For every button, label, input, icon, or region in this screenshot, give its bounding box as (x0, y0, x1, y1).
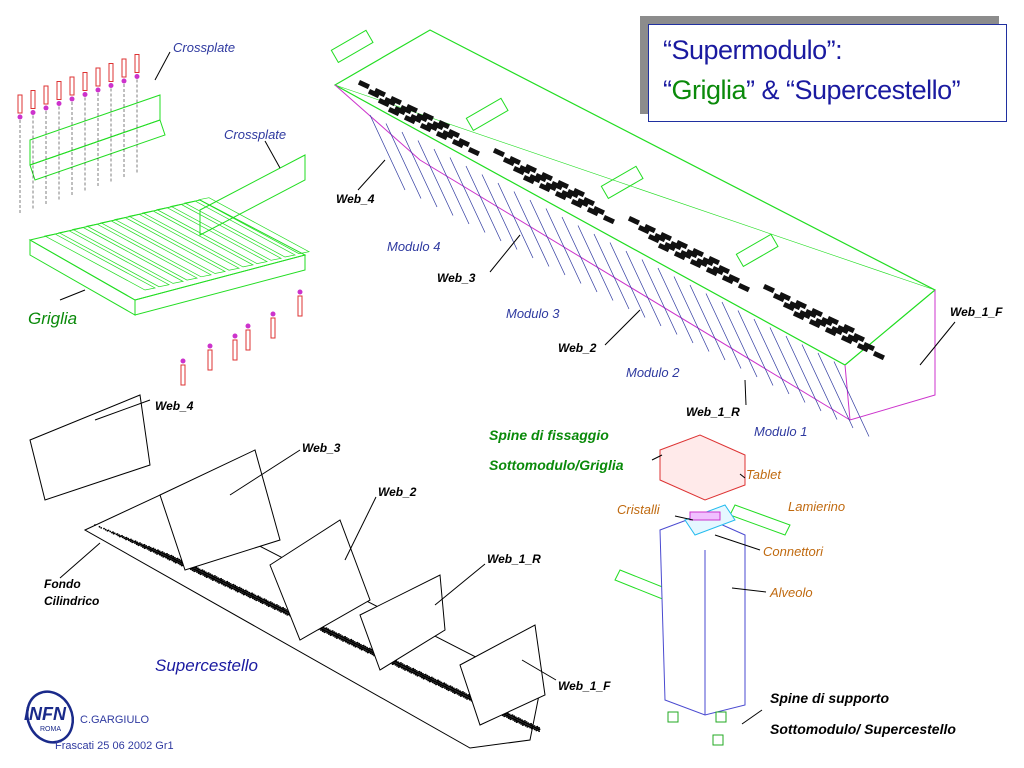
label-spine-fissaggio: Spine di fissaggio (489, 427, 609, 443)
title-line-2: “Griglia” & “Supercestello” (663, 75, 961, 106)
footer-date: Frascati 25 06 2002 Gr1 (55, 740, 174, 752)
infn-logo-sub: ROMA (40, 726, 61, 733)
leader-lines (59, 51, 956, 725)
title-griglia: Griglia (671, 75, 747, 105)
label-sottomodulo-griglia: Sottomodulo/Griglia (489, 457, 624, 473)
label-web1f-bottom: Web_1_F (558, 679, 611, 693)
title-quote-open: “ (663, 75, 672, 105)
label-fondo: Fondo (44, 577, 81, 591)
infn-logo-text: INFN (24, 704, 66, 724)
label-crossplate-1: Crossplate (173, 40, 236, 55)
submodule-drawing (614, 434, 791, 746)
label-cilindrico: Cilindrico (44, 594, 100, 608)
griglia-pins (17, 54, 303, 386)
title-connector: ” & “ (746, 75, 795, 105)
label-web3-bottom: Web_3 (302, 441, 341, 455)
supercestello-drawing (29, 394, 546, 749)
title-supercestello: Supercestello (794, 75, 953, 105)
title-quote-close: ” (951, 75, 961, 105)
label-web1r-top: Web_1_R (686, 405, 740, 419)
label-modulo3: Modulo 3 (506, 306, 560, 321)
label-lamierino: Lamierino (788, 499, 846, 514)
label-griglia: Griglia (28, 309, 78, 328)
footer-author: C.GARGIULO (80, 714, 150, 726)
label-spine-supporto: Spine di supporto (770, 690, 889, 706)
label-web3-top: Web_3 (437, 271, 476, 285)
label-modulo2: Modulo 2 (626, 365, 680, 380)
label-web1f-top: Web_1_F (950, 305, 1003, 319)
label-modulo4: Modulo 4 (387, 239, 441, 254)
label-supercestello: Supercestello (155, 656, 259, 675)
label-web1r-bottom: Web_1_R (487, 552, 541, 566)
label-web4-top: Web_4 (336, 192, 375, 206)
label-tablet: Tablet (746, 467, 781, 482)
label-web2-bottom: Web_2 (378, 485, 417, 499)
label-web2-top: Web_2 (558, 341, 597, 355)
label-web4-bottom: Web_4 (155, 399, 194, 413)
label-cristalli: Cristalli (617, 502, 660, 517)
title-box: “Supermodulo”: “Griglia” & “Supercestell… (648, 24, 1007, 122)
label-crossplate-2: Crossplate (224, 127, 287, 142)
label-sottomodulo-supercestello: Sottomodulo/ Supercestello (770, 721, 956, 737)
label-modulo1: Modulo 1 (754, 424, 808, 439)
griglia-drawing (28, 94, 311, 316)
title-line-1: “Supermodulo”: (663, 35, 843, 65)
label-connettori: Connettori (763, 544, 823, 559)
supermodule-drawing (330, 29, 937, 437)
label-alveolo: Alveolo (770, 585, 813, 600)
infn-logo-mark (25, 690, 75, 744)
